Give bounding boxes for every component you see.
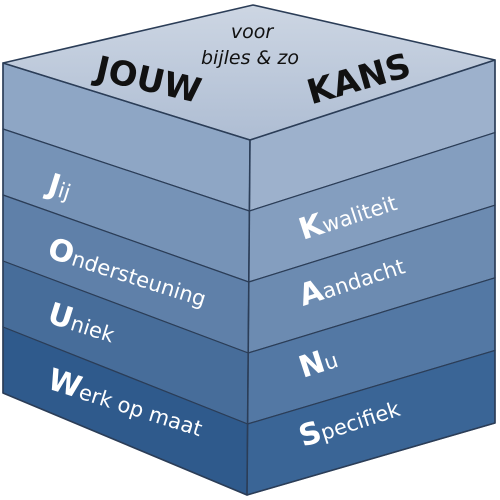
- top-subtitle-line2: bijles & zo: [201, 47, 299, 69]
- cube-outline: [2, 4, 496, 496]
- cube-top-face: [3, 5, 495, 140]
- top-subtitle-line1: voor: [231, 21, 274, 43]
- left-face: [2, 62, 251, 496]
- cube-front-vertical: [246, 139, 251, 496]
